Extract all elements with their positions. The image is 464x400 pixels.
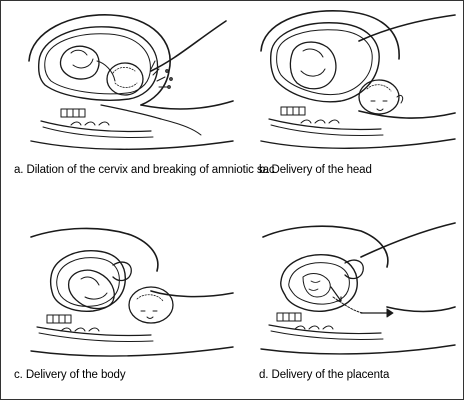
illustration-dilation xyxy=(1,1,241,161)
caption-body-delivery: c. Delivery of the body xyxy=(14,369,126,381)
caption-placenta-delivery: d. Delivery of the placenta xyxy=(259,369,390,381)
illustration-head-delivery xyxy=(241,1,464,161)
placenta-delivery-drawing xyxy=(260,222,456,355)
dilation-drawing xyxy=(28,14,234,150)
head-delivery-drawing xyxy=(260,10,456,149)
caption-dilation: a. Dilation of the cervix and breaking o… xyxy=(14,164,275,176)
body-delivery-drawing xyxy=(30,227,234,357)
illustration-placenta-delivery xyxy=(241,201,464,361)
caption-head-delivery: b. Delivery of the head xyxy=(259,164,372,176)
illustration-body-delivery xyxy=(1,201,241,361)
